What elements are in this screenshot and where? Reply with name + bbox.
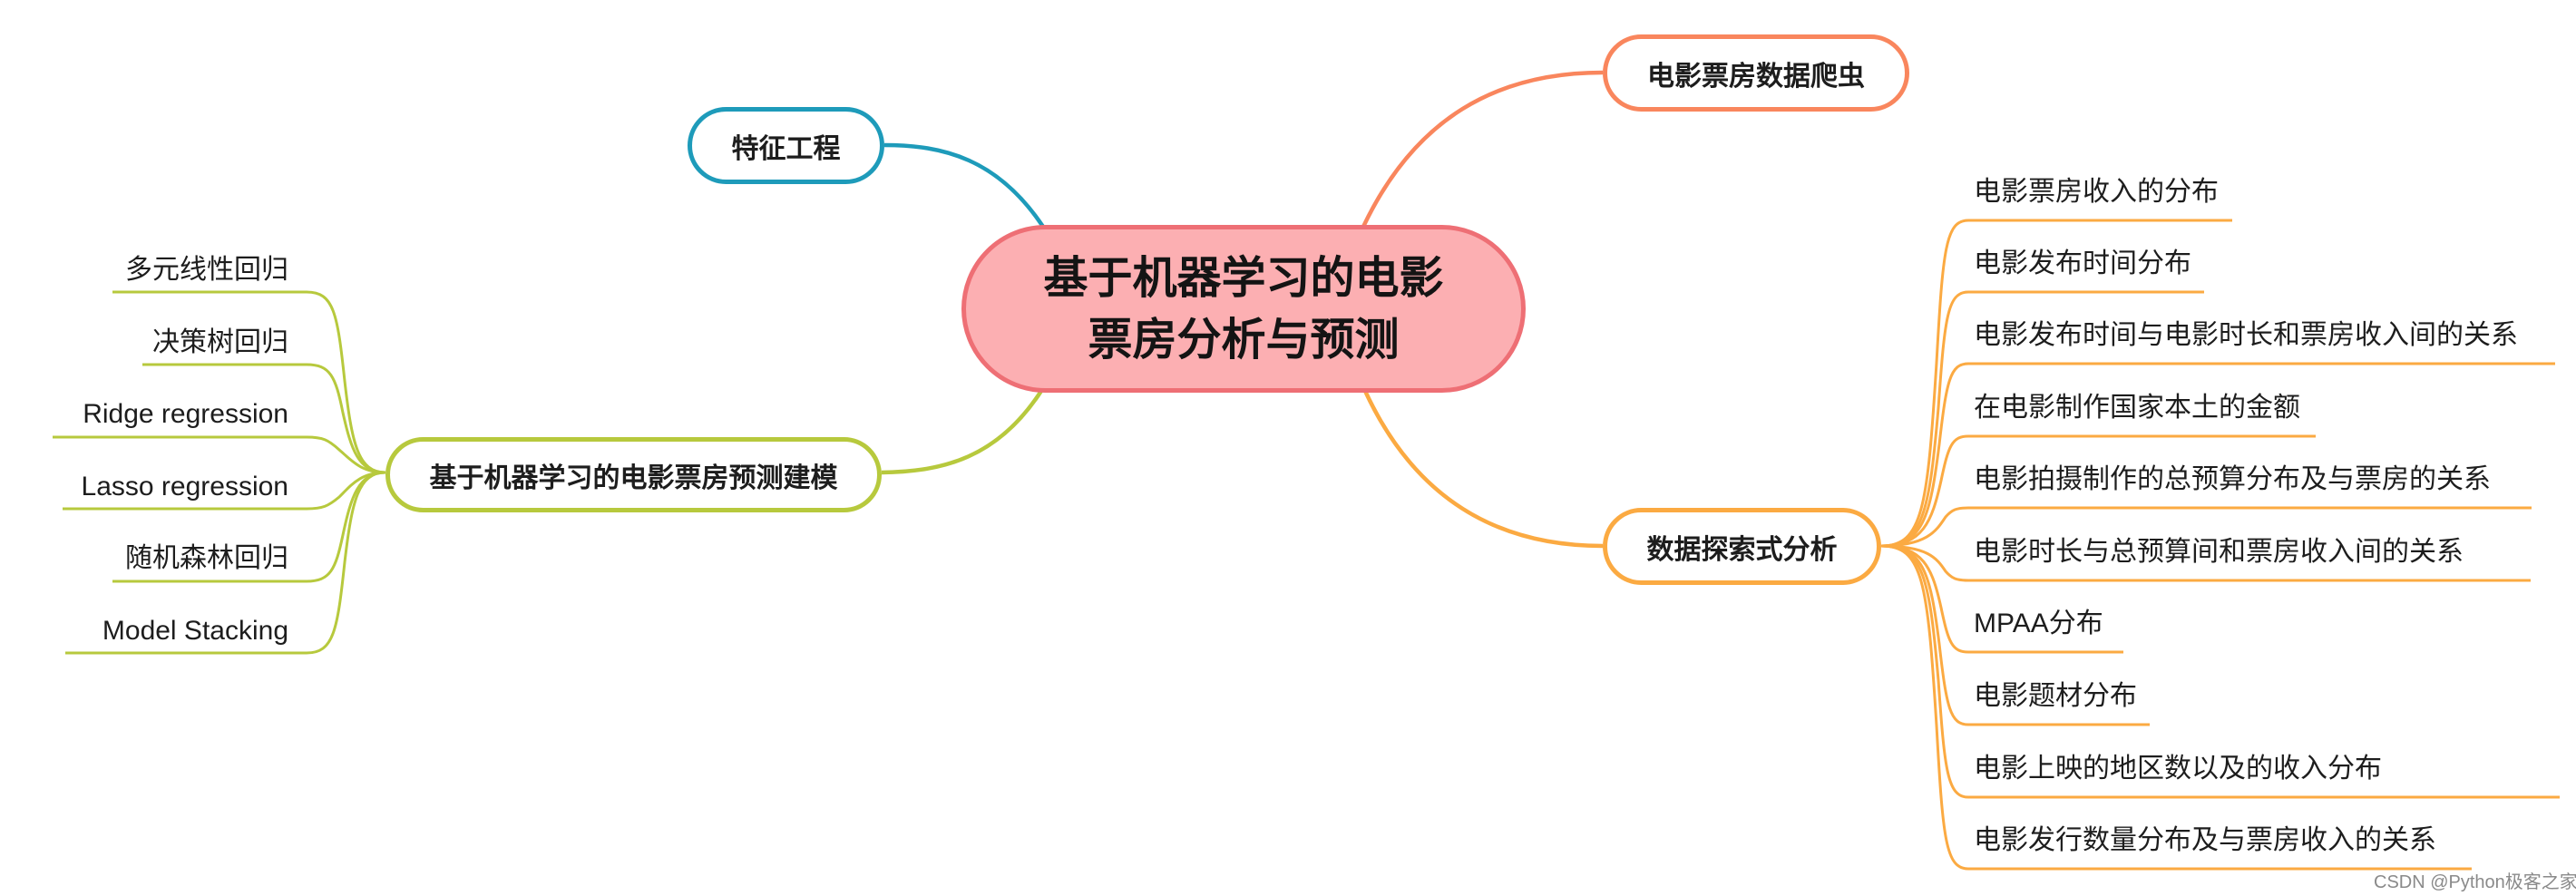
central-topic-line2: 票房分析与预测 [1088,315,1400,365]
leaf-release-time-distribution[interactable]: 电影发布时间分布 [1974,248,2191,278]
leaf-budget-distribution[interactable]: 电影拍摄制作的总预算分布及与票房的关系 [1974,464,2491,494]
topic-label: 特征工程 [731,133,841,164]
leaf-multiple-linear-regression[interactable]: 多元线性回归 [125,255,288,285]
topic-prediction-modeling[interactable]: 基于机器学习的电影票房预测建模 [385,437,882,512]
connector-feature [883,142,1045,229]
leaf-random-forest-regression[interactable]: 随机森林回归 [125,543,288,573]
central-topic-line1: 基于机器学习的电影 [1043,253,1444,303]
watermark: CSDN @Python极客之家 [2374,872,2576,892]
connector-crawler [1361,70,1604,228]
topic-label: 电影票房数据爬虫 [1647,61,1865,92]
leaf-mpaa-distribution[interactable]: MPAA分布 [1974,609,2103,638]
leaf-model-stacking[interactable]: Model Stacking [102,616,288,646]
leaf-release-time-runtime-revenue[interactable]: 电影发布时间与电影时长和票房收入间的关系 [1974,320,2518,350]
modeling-leaf-connectors [53,290,386,655]
leaf-runtime-budget-revenue[interactable]: 电影时长与总预算间和票房收入间的关系 [1974,537,2464,567]
leaf-release-count-revenue[interactable]: 电影发行数量分布及与票房收入的关系 [1974,825,2436,855]
leaf-decision-tree-regression[interactable]: 决策树回归 [152,327,288,357]
topic-exploratory-analysis[interactable]: 数据探索式分析 [1603,508,1881,585]
connector-eda [1362,390,1604,549]
eda-leaf-connectors [1880,219,2560,871]
connector-modeling [881,389,1043,475]
leaf-genre-distribution[interactable]: 电影题材分布 [1974,681,2137,711]
leaf-lasso-regression[interactable]: Lasso regression [81,472,288,502]
leaf-box-office-distribution[interactable]: 电影票房收入的分布 [1974,177,2219,207]
topic-label: 基于机器学习的电影票房预测建模 [429,463,838,493]
leaf-domestic-amount[interactable]: 在电影制作国家本土的金额 [1974,393,2300,423]
topic-feature-engineering[interactable]: 特征工程 [688,107,884,184]
topic-label: 数据探索式分析 [1646,534,1838,565]
leaf-regions-revenue-distribution[interactable]: 电影上映的地区数以及的收入分布 [1974,754,2382,784]
central-topic[interactable]: 基于机器学习的电影 票房分析与预测 [961,225,1526,393]
leaf-ridge-regression[interactable]: Ridge regression [83,399,288,429]
topic-data-crawler[interactable]: 电影票房数据爬虫 [1603,34,1909,112]
